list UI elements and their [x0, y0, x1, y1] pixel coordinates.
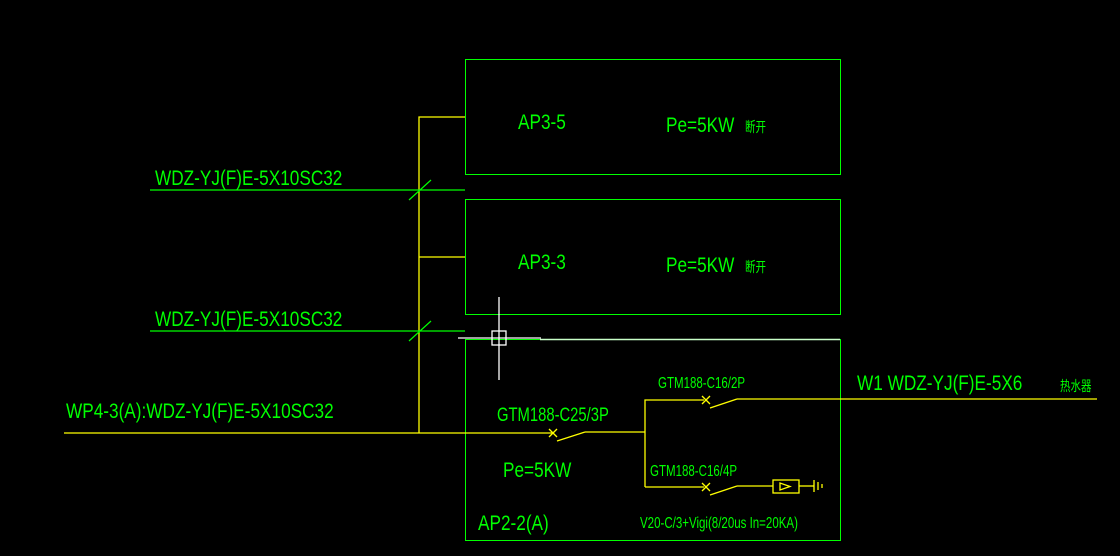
- feeder-upper-label: WDZ-YJ(F)E-5X10SC32: [155, 168, 342, 191]
- branch-breaker-1-label: GTM188-C16/2P: [658, 373, 745, 391]
- bus-vertical[interactable]: [418, 116, 465, 433]
- branch-breaker-2-label: GTM188-C16/4P: [650, 461, 737, 479]
- main-breaker-label: GTM188-C25/3P: [497, 404, 609, 425]
- spd-label: V20-C/3+Vigi(8/20us In=20KA): [640, 513, 798, 531]
- cabinet-ap3-5-note: 断开: [745, 118, 766, 135]
- outgoing-cable-label: W1 WDZ-YJ(F)E-5X6: [857, 373, 1022, 396]
- feeder-lower-slash: [408, 320, 432, 342]
- crosshair-cursor-icon: [458, 297, 541, 380]
- branch-breaker-1-symbol[interactable]: [644, 395, 1097, 409]
- outgoing-note: 热水器: [1060, 379, 1091, 395]
- cabinet-ap3-3-power: Pe=5KW: [666, 255, 735, 278]
- cabinet-ap3-3-note: 断开: [745, 258, 766, 275]
- main-breaker-symbol[interactable]: [548, 428, 645, 442]
- panel-name: AP2-2(A): [478, 513, 549, 536]
- incoming-label: WP4-3(A):WDZ-YJ(F)E-5X10SC32: [66, 401, 334, 424]
- panel-power: Pe=5KW: [503, 460, 572, 483]
- branch-breaker-2-symbol[interactable]: [645, 482, 773, 496]
- cabinet-ap3-5-power: Pe=5KW: [666, 115, 735, 138]
- cabinet-ap3-3-name: AP3-3: [518, 252, 566, 275]
- panel-ap2-2a-frame[interactable]: [465, 339, 841, 541]
- feeder-lower-label: WDZ-YJ(F)E-5X10SC32: [155, 309, 342, 332]
- surge-protector-symbol[interactable]: [772, 479, 823, 494]
- cabinet-ap3-3-frame[interactable]: [465, 199, 841, 315]
- cabinet-ap3-5-frame[interactable]: [465, 59, 841, 175]
- feeder-upper-slash: [408, 179, 432, 201]
- cabinet-ap3-5-name: AP3-5: [518, 112, 566, 135]
